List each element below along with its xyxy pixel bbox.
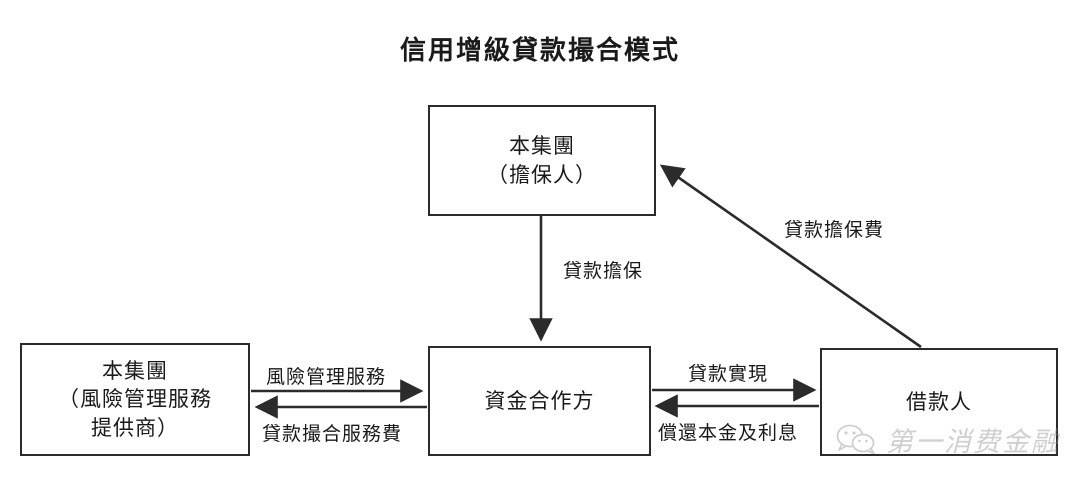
watermark-text: 第一消费金融	[886, 426, 1060, 458]
node-borrower: 借款人	[820, 348, 1058, 456]
edge-loan-guarantee-fee	[659, 164, 922, 349]
wechat-icon	[836, 424, 875, 454]
watermark: 第一消费金融	[836, 416, 1068, 462]
node-guarantor-line1: 本集團	[509, 134, 575, 159]
edge-label-loan-guarantee: 貸款擔保	[563, 260, 644, 282]
edge-label-loan-guarantee-fee: 貸款擔保費	[784, 219, 885, 241]
node-guarantor-line2: （擔保人）	[487, 162, 597, 187]
node-risk-line2: （風險管理服務	[58, 387, 212, 412]
node-risk-line1: 本集團	[102, 358, 168, 383]
node-funder-line1: 資金合作方	[484, 388, 595, 413]
edge-label-loan-matching-service-fee: 貸款撮合服務費	[262, 423, 403, 445]
node-borrower-line1: 借款人	[906, 389, 972, 414]
node-guarantor: 本集團 （擔保人）	[428, 105, 656, 216]
node-risk-management-provider: 本集團 （風險管理服務 提供商）	[20, 343, 250, 456]
edge-label-risk-management-service: 風險管理服務	[266, 366, 387, 388]
node-risk-line3: 提供商）	[91, 415, 179, 440]
edge-label-loan-realization: 貸款實現	[688, 363, 769, 385]
edge-label-repay-principal-interest: 償還本金及利息	[658, 422, 799, 444]
node-funding-partner: 資金合作方	[428, 346, 651, 456]
page-title: 信用增級貸款撮合模式	[399, 36, 680, 66]
